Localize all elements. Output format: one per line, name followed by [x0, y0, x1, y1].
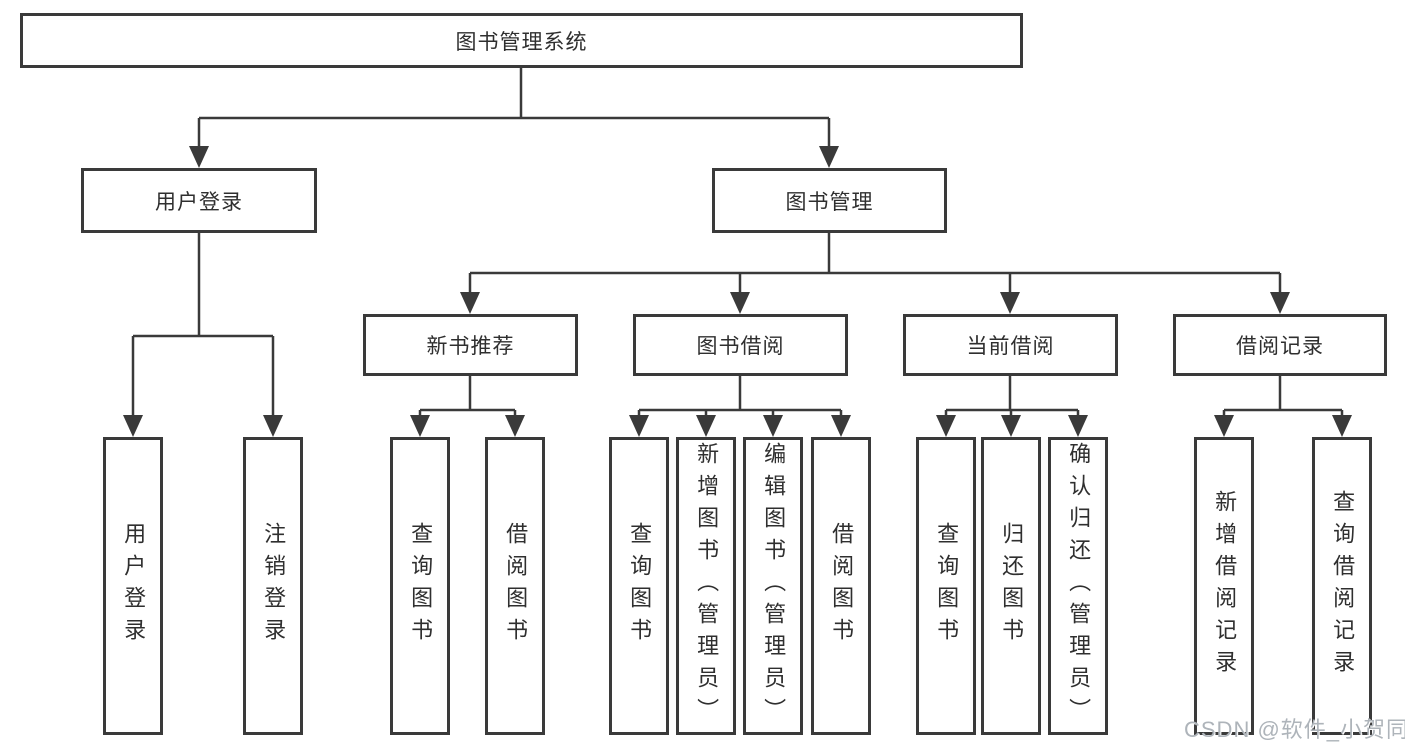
node-library-system: 图书管理系统 — [20, 13, 1023, 68]
leaf-recommend-query-books-label: 查询图书 — [408, 522, 434, 650]
watermark: CSDN @软件_小贺同学 — [1184, 717, 1405, 742]
leaf-add-books-admin-label: 新增图书（管理员） — [694, 442, 720, 730]
leaf-current-query-books-label: 查询图书 — [934, 522, 960, 650]
leaf-borrow-books-label: 借阅图书 — [829, 522, 855, 650]
node-new-book-recommend-label: 新书推荐 — [426, 335, 515, 358]
leaf-borrow-query-books-label: 查询图书 — [627, 522, 653, 650]
node-library-system-label: 图书管理系统 — [455, 30, 588, 54]
connector-leaf-branches — [418, 376, 1344, 416]
node-current-borrow-label: 当前借阅 — [966, 335, 1055, 358]
leaf-borrow-query-books: 查询图书 — [609, 437, 669, 735]
arrowheads-leaves — [410, 415, 1352, 437]
leaf-confirm-return-admin-label: 确认归还（管理员） — [1066, 442, 1092, 730]
node-borrow-records: 借阅记录 — [1173, 314, 1387, 376]
leaf-logout-label: 注销登录 — [261, 522, 287, 650]
leaf-confirm-return-admin: 确认归还（管理员） — [1048, 437, 1108, 735]
node-user-login: 用户登录 — [81, 168, 317, 233]
connector-user-login-branch — [131, 233, 275, 416]
leaf-logout: 注销登录 — [243, 437, 303, 735]
arrowheads-level2 — [189, 146, 839, 168]
node-book-management: 图书管理 — [712, 168, 947, 233]
arrowheads-user-login — [123, 415, 283, 437]
leaf-user-login: 用户登录 — [103, 437, 163, 735]
leaf-return-books-label: 归还图书 — [999, 522, 1025, 650]
leaf-borrow-books: 借阅图书 — [811, 437, 871, 735]
leaf-edit-books-admin-label: 编辑图书（管理员） — [761, 442, 787, 730]
leaf-recommend-borrow-books-label: 借阅图书 — [503, 522, 529, 650]
node-book-management-label: 图书管理 — [785, 190, 874, 214]
node-book-borrow: 图书借阅 — [633, 314, 848, 376]
leaf-query-borrow-record-label: 查询借阅记录 — [1330, 490, 1356, 682]
connector-root-branch — [197, 68, 831, 149]
node-new-book-recommend: 新书推荐 — [363, 314, 578, 376]
leaf-user-login-label: 用户登录 — [121, 522, 147, 650]
leaf-add-books-admin: 新增图书（管理员） — [676, 437, 736, 735]
connector-book-mgmt-branch — [468, 233, 1282, 293]
node-current-borrow: 当前借阅 — [903, 314, 1118, 376]
leaf-add-borrow-record: 新增借阅记录 — [1194, 437, 1254, 735]
node-book-borrow-label: 图书借阅 — [696, 335, 785, 358]
leaf-recommend-query-books: 查询图书 — [390, 437, 450, 735]
node-user-login-label: 用户登录 — [155, 190, 243, 214]
arrowheads-level3 — [460, 292, 1290, 314]
leaf-edit-books-admin: 编辑图书（管理员） — [743, 437, 803, 735]
leaf-add-borrow-record-label: 新增借阅记录 — [1212, 490, 1238, 682]
leaf-return-books: 归还图书 — [981, 437, 1041, 735]
node-borrow-records-label: 借阅记录 — [1236, 335, 1324, 358]
leaf-current-query-books: 查询图书 — [916, 437, 976, 735]
leaf-recommend-borrow-books: 借阅图书 — [485, 437, 545, 735]
leaf-query-borrow-record: 查询借阅记录 — [1312, 437, 1372, 735]
